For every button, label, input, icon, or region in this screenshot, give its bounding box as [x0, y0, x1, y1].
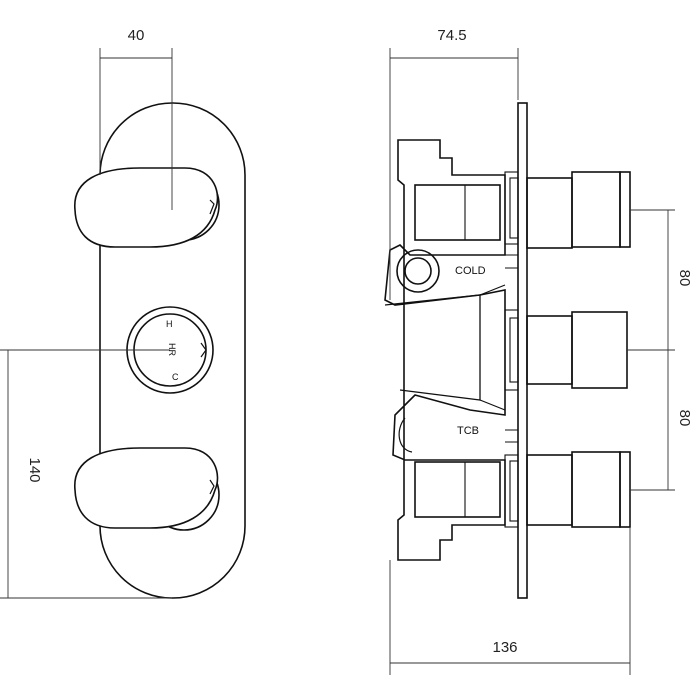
plate-ticks — [505, 254, 518, 443]
front-view — [74, 102, 246, 599]
dim-label-40: 40 — [128, 27, 145, 44]
upper-handle-side — [526, 171, 631, 249]
diverter-taper — [384, 294, 481, 401]
dim-label-74-5: 74.5 — [437, 27, 466, 44]
collars — [504, 171, 519, 528]
dim-side-overall — [389, 527, 631, 675]
valve-body — [384, 139, 506, 561]
middle-handle-side — [526, 311, 628, 389]
dial-label-hr: HR — [167, 343, 177, 356]
dim-front-height — [0, 349, 172, 599]
upper-cartridge-block — [414, 184, 501, 241]
dim-label-80-lower: 80 — [676, 410, 693, 427]
dim-label-80-upper: 80 — [676, 270, 693, 287]
dim-label-136: 136 — [492, 639, 517, 656]
faceplate-outline — [99, 102, 246, 599]
label-tcb: TCB — [457, 425, 479, 437]
bottom-lever-handle — [74, 447, 220, 531]
tcb-bulge — [398, 417, 413, 453]
dial-label-c: C — [172, 372, 179, 382]
cold-inlet-port-inner — [404, 257, 432, 285]
dim-label-140: 140 — [26, 457, 43, 482]
dial-label-h: H — [166, 319, 173, 329]
top-lever-handle — [74, 167, 220, 248]
dim-handle-spacing — [627, 209, 675, 491]
dim-side-depth — [389, 48, 519, 300]
dim-front-width — [99, 48, 173, 210]
label-cold: COLD — [455, 265, 486, 277]
side-view — [384, 102, 631, 599]
cold-inlet-port-outer — [396, 249, 440, 293]
lower-cartridge-block — [414, 461, 501, 518]
mounting-plate — [517, 102, 528, 599]
lower-handle-side — [526, 451, 631, 528]
